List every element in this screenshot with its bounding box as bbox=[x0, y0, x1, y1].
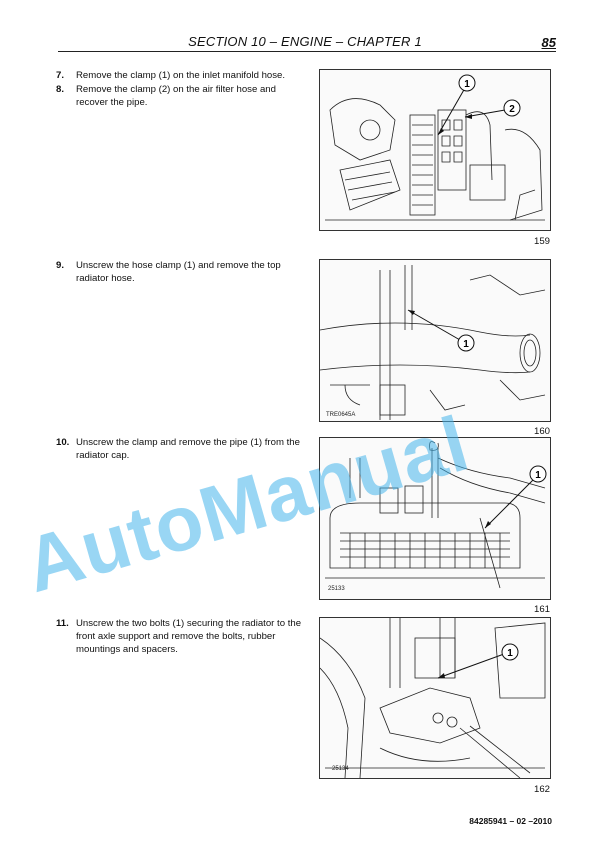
figure-number: 161 bbox=[533, 604, 550, 615]
svg-text:1: 1 bbox=[507, 648, 513, 659]
callout-1: 1 bbox=[484, 465, 547, 529]
document-code: 84285941 – 02 –2010 bbox=[469, 816, 552, 826]
svg-text:1: 1 bbox=[535, 470, 541, 481]
page-number: 85 bbox=[541, 35, 556, 50]
step-8: 8. Remove the clamp (2) on the air filter… bbox=[56, 83, 306, 109]
figure-162-radiator-bolts: 25134 1 bbox=[319, 617, 551, 779]
step-number: 8. bbox=[56, 84, 65, 95]
figure-number: 162 bbox=[533, 784, 550, 795]
step-number: 11. bbox=[56, 618, 69, 629]
header-divider bbox=[58, 51, 556, 52]
radiator-cap-illustration: 25133 1 bbox=[325, 441, 547, 592]
radiator-hose-illustration: TRE0645A 1 bbox=[320, 265, 546, 420]
callout-1: 1 bbox=[437, 74, 476, 136]
step-11: 11. Unscrew the two bolts (1) securing th… bbox=[56, 617, 306, 656]
callout-1: 1 bbox=[437, 643, 519, 679]
section-title: SECTION 10 – ENGINE – CHAPTER 1 bbox=[188, 34, 422, 49]
figure-161-radiator-cap: 25133 1 bbox=[319, 437, 551, 600]
step-text: Remove the clamp (2) on the air filter h… bbox=[76, 84, 276, 108]
callout-1: 1 bbox=[407, 309, 475, 352]
step-9: 9. Unscrew the hose clamp (1) and remove … bbox=[56, 259, 306, 285]
svg-text:2: 2 bbox=[509, 104, 515, 115]
figure-number: 159 bbox=[533, 236, 550, 247]
step-number: 7. bbox=[56, 70, 65, 81]
step-text: Remove the clamp (1) on the inlet manifo… bbox=[76, 70, 286, 81]
radiator-bolts-illustration: 25134 1 bbox=[320, 618, 546, 778]
figure-number: 160 bbox=[533, 426, 550, 437]
figure-159-engine-bay: 1 2 bbox=[319, 69, 551, 231]
step-text: Unscrew the clamp and remove the pipe (1… bbox=[76, 437, 300, 461]
figure-code: 25134 bbox=[332, 766, 349, 772]
callout-2: 2 bbox=[464, 99, 521, 119]
figure-code: 25133 bbox=[328, 586, 345, 592]
step-7: 7. Remove the clamp (1) on the inlet mani… bbox=[56, 69, 306, 82]
figure-code: TRE0645A bbox=[326, 412, 355, 418]
step-number: 10. bbox=[56, 437, 70, 448]
step-number: 9. bbox=[56, 260, 65, 271]
step-10: 10. Unscrew the clamp and remove the pipe… bbox=[56, 436, 306, 462]
step-text: Unscrew the hose clamp (1) and remove th… bbox=[76, 260, 281, 284]
step-text: Unscrew the two bolts (1) securing the r… bbox=[76, 618, 302, 655]
svg-text:1: 1 bbox=[464, 79, 470, 90]
engine-bay-illustration: 1 2 bbox=[325, 74, 545, 221]
svg-text:1: 1 bbox=[463, 339, 469, 350]
figure-160-radiator-hose: TRE0645A 1 bbox=[319, 259, 551, 422]
